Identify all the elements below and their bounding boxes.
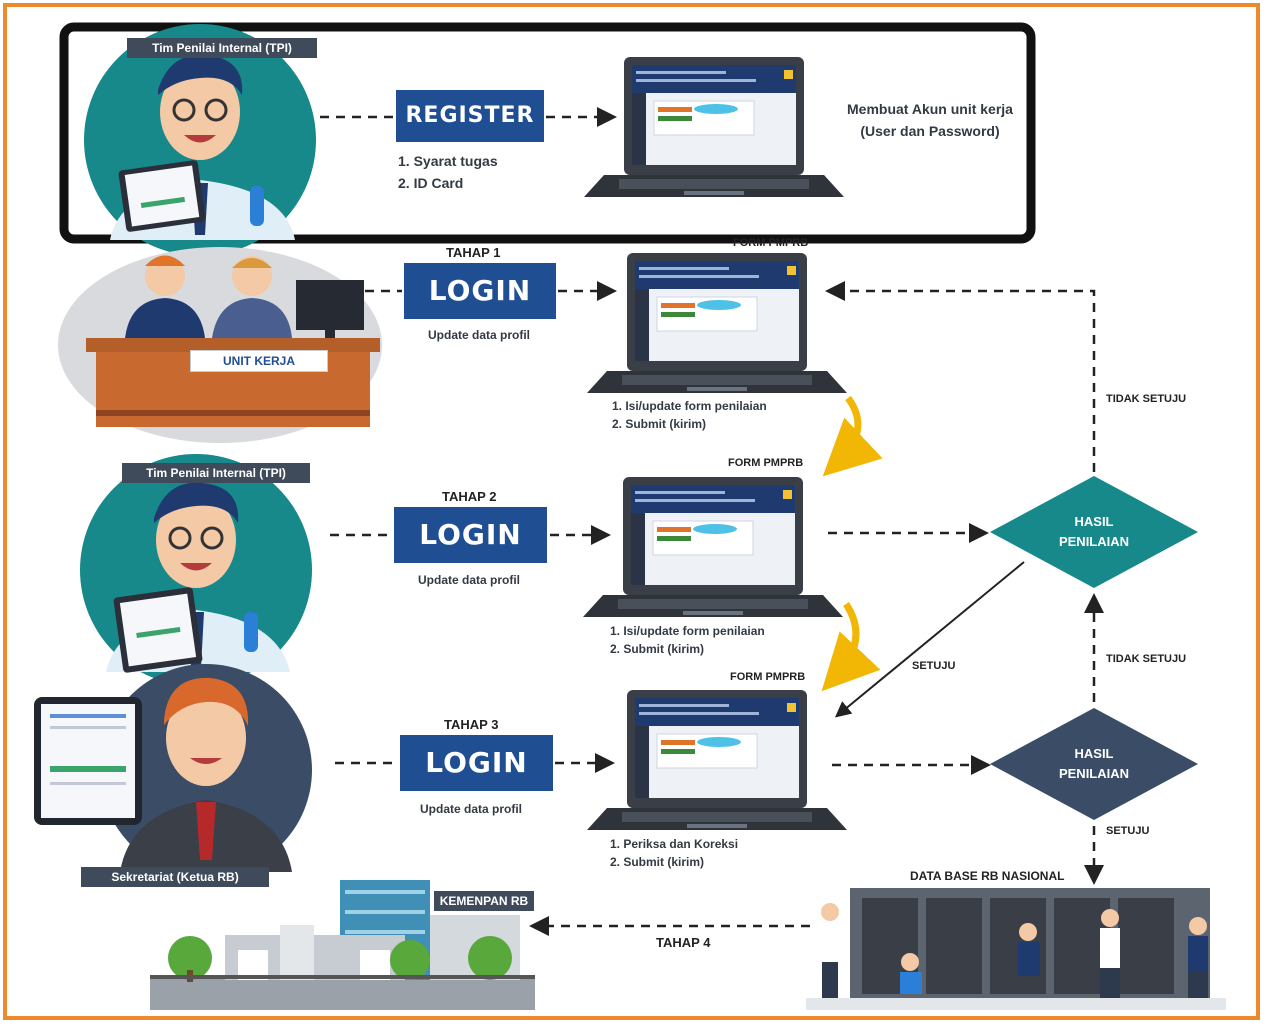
- decision-2-text: HASIL PENILAIAN: [1034, 744, 1154, 784]
- stage1-form-label: FORM PMPRB: [733, 237, 809, 249]
- setuju-label-1: SETUJU: [912, 660, 956, 672]
- step-item: 1. Periksa dan Koreksi: [610, 837, 739, 851]
- step-item: 2. Submit (kirim): [612, 417, 707, 431]
- decision-diamond-1: [990, 476, 1198, 588]
- step-item: 1. Isi/update form penilaian: [610, 624, 765, 638]
- login-button-stage2: LOGIN: [394, 507, 547, 563]
- secretary-person: [34, 664, 312, 876]
- stage1-title: TAHAP 1: [446, 245, 501, 260]
- unit-kerja-label: UNIT KERJA: [190, 350, 328, 372]
- setuju-label-2: SETUJU: [1106, 825, 1150, 837]
- step-item: 1. Isi/update form penilaian: [612, 399, 767, 413]
- register-requirements: 1. Syarat tugas 2. ID Card: [398, 150, 498, 194]
- tpi-tag-stage2: Tim Penilai Internal (TPI): [122, 463, 310, 483]
- tpi-tag-top: Tim Penilai Internal (TPI): [127, 38, 317, 58]
- stage2-steps: 1. Isi/update form penilaian 2. Submit (…: [610, 622, 765, 658]
- requirement-item: 1. Syarat tugas: [398, 153, 498, 169]
- tidak-setuju-label-2: TIDAK SETUJU: [1106, 653, 1187, 665]
- database-servers: [806, 888, 1226, 1010]
- tahap4-label: TAHAP 4: [656, 935, 711, 950]
- stage3-caption: Update data profil: [420, 802, 523, 816]
- register-button: REGISTER: [396, 90, 544, 142]
- laptop-stage1: [586, 252, 848, 394]
- secretariat-tag: Sekretariat (Ketua RB): [81, 867, 269, 887]
- account-note-line: Membuat Akun unit kerja: [847, 101, 1013, 117]
- laptop-stage3: [586, 689, 848, 831]
- stage1-steps: 1. Isi/update form penilaian 2. Submit (…: [612, 397, 767, 433]
- stage2-title: TAHAP 2: [442, 489, 497, 504]
- login-button-stage3: LOGIN: [400, 735, 553, 791]
- stage3-steps: 1. Periksa dan Koreksi 2. Submit (kirim): [610, 835, 738, 871]
- account-note: Membuat Akun unit kerja (User dan Passwo…: [830, 98, 1030, 142]
- decision-line: PENILAIAN: [1058, 766, 1130, 781]
- laptop-stage2: [582, 476, 844, 618]
- stage3-form-label: FORM PMPRB: [730, 671, 806, 683]
- decision-1-text: HASIL PENILAIAN: [1034, 512, 1154, 552]
- step-item: 2. Submit (kirim): [610, 855, 705, 869]
- kemenpan-tag: KEMENPAN RB: [434, 891, 534, 911]
- tpi-person-top: [84, 24, 316, 256]
- stage1-caption: Update data profil: [428, 328, 531, 342]
- decision-line: PENILAIAN: [1058, 534, 1130, 549]
- tpi-person-stage2: [80, 454, 312, 686]
- stage3-title: TAHAP 3: [444, 717, 499, 732]
- step-item: 2. Submit (kirim): [610, 642, 705, 656]
- outer-frame: [3, 3, 1260, 1020]
- login-button-stage1: LOGIN: [404, 263, 556, 319]
- decision-line: HASIL: [1074, 514, 1114, 529]
- kemenpan-building: [150, 880, 535, 1010]
- database-label: DATA BASE RB NASIONAL: [910, 869, 1065, 883]
- stage2-form-label: FORM PMPRB: [728, 457, 804, 469]
- unit-kerja-office: [58, 247, 382, 443]
- decision-diamond-2: [990, 708, 1198, 820]
- tidak-setuju-label-1: TIDAK SETUJU: [1106, 393, 1187, 405]
- requirement-item: 2. ID Card: [398, 175, 464, 191]
- decision-line: HASIL: [1074, 746, 1114, 761]
- account-note-line: (User dan Password): [860, 123, 1000, 139]
- stage2-caption: Update data profil: [418, 573, 521, 587]
